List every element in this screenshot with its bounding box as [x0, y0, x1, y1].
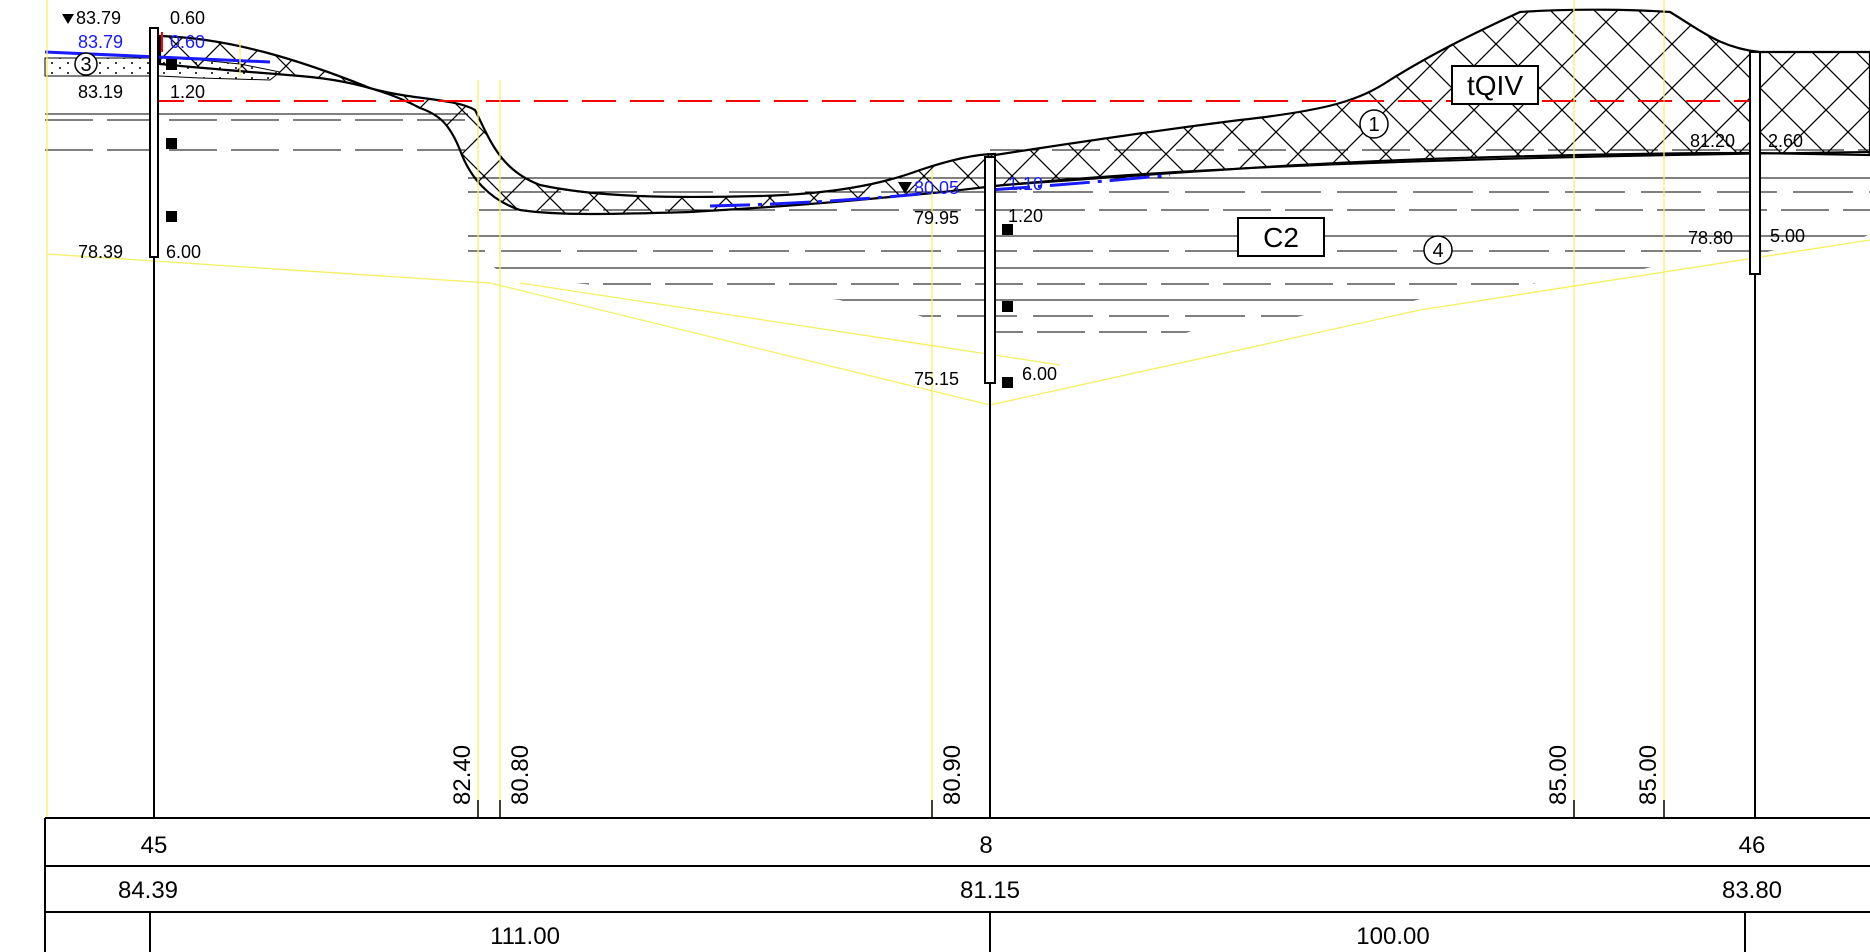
bh46-bottom-depth: 5.00	[1770, 226, 1805, 246]
bh8-layer-depth: 1.20	[1008, 206, 1043, 226]
bh8-water-depth: 1.10	[1008, 174, 1043, 194]
bh46-bottom-elev: 78.80	[1688, 228, 1733, 248]
bh45-water-elev: 83.79	[78, 32, 123, 52]
bh45-water-depth: 0.60	[170, 32, 205, 52]
bh45-water-top-elev: 83.79	[76, 8, 121, 28]
borehole-8	[984, 156, 1013, 818]
bh8-layer-elev: 79.95	[914, 208, 959, 228]
bh8-bottom-elev: 75.15	[914, 369, 959, 389]
borehole-46	[1749, 51, 1761, 818]
bh46-layer-elev: 81.20	[1690, 131, 1735, 151]
table-elev-45: 84.39	[118, 877, 178, 904]
data-table-grid	[44, 817, 1870, 952]
water-triangle-icon	[898, 182, 912, 194]
layer-4-marker-icon	[1423, 235, 1453, 265]
profile-mark-5: 85.00	[1635, 745, 1662, 805]
layer-1-marker: 1	[1368, 114, 1379, 136]
yellow-guides	[46, 0, 1870, 818]
index-tqiv-box	[1451, 65, 1539, 105]
bh45-layer-elev: 83.19	[78, 82, 123, 102]
bh45-water-top-depth: 0.60	[170, 8, 205, 28]
water-triangle-icon	[62, 14, 74, 24]
table-distance-1: 111.00	[490, 923, 560, 950]
profile-mark-3: 80.90	[939, 745, 966, 805]
bh8-bottom-depth: 6.00	[1022, 364, 1057, 384]
bh45-layer-depth: 1.20	[170, 82, 205, 102]
profile-ticks	[477, 800, 1665, 818]
table-distance-2: 100.00	[1356, 923, 1429, 950]
bh8-water-elev: 80.05	[914, 178, 959, 198]
table-elev-46: 83.80	[1722, 877, 1782, 904]
profile-mark-4: 85.00	[1545, 745, 1572, 805]
layer-3-marker: 3	[80, 54, 91, 76]
bh46-layer-depth: 2.60	[1768, 131, 1803, 151]
profile-mark-2: 80.80	[507, 745, 534, 805]
bh45-bottom-depth: 6.00	[166, 242, 201, 262]
layer-3-marker-icon	[74, 52, 98, 76]
table-elev-8: 81.15	[960, 877, 1020, 904]
layer-4-marker: 4	[1432, 240, 1443, 262]
index-c2-box	[1237, 217, 1325, 257]
profile-mark-1: 82.40	[449, 745, 476, 805]
table-borehole-46: 46	[1739, 832, 1766, 859]
layer-1-marker-icon	[1359, 109, 1389, 139]
layer-1-base-line	[994, 151, 1870, 187]
index-c2: C2	[1263, 222, 1299, 253]
bh45-bottom-elev: 78.39	[78, 242, 123, 262]
table-borehole-45: 45	[141, 832, 168, 859]
index-tqiv: tQIV	[1467, 70, 1523, 101]
layer-1-fill	[158, 8, 1870, 216]
table-borehole-8: 8	[979, 832, 992, 859]
borehole-45	[149, 27, 177, 818]
